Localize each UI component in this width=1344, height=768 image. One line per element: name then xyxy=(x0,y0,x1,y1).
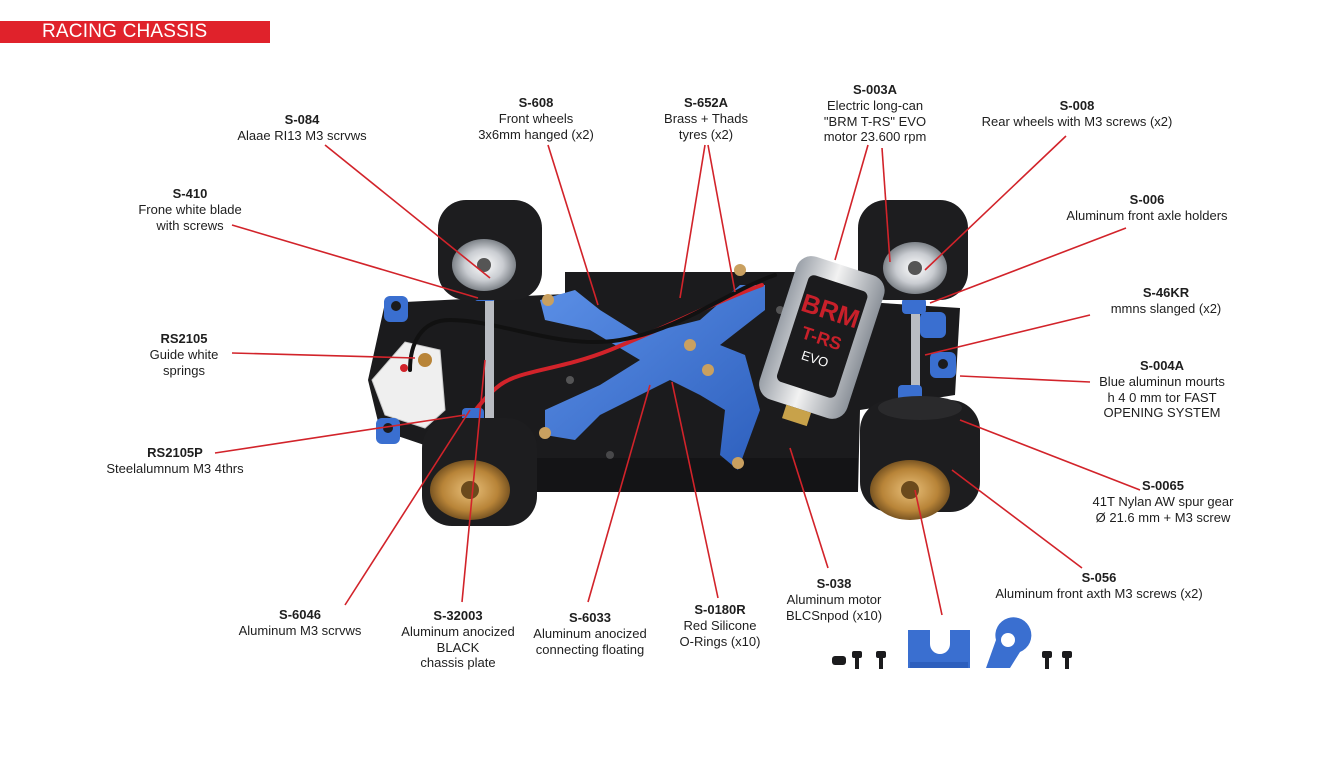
part-description: Steelalumnum M3 4thrs xyxy=(106,461,244,476)
part-description: connecting floating xyxy=(535,641,645,657)
axle-mounts xyxy=(376,296,956,444)
callout-s006: S-006 Aluminum front axle holders xyxy=(1066,192,1227,224)
part-code: RS2105P xyxy=(147,445,203,460)
callout-s0065: S-0065 41T Nylan AW spur gear Ø 21.6 mm … xyxy=(1093,478,1234,525)
m3-screw-icon xyxy=(1042,651,1072,669)
part-description: OPENING SYSTEM xyxy=(1103,405,1221,420)
part-description: 41T Nylan AW spur gear xyxy=(1092,494,1234,509)
part-description: Rear wheels with M3 screws (x2) xyxy=(981,114,1173,129)
part-code: S-32003 xyxy=(433,608,483,623)
part-code: S-003A xyxy=(852,82,898,97)
part-description: Aluminum front axth M3 screws (x2) xyxy=(995,586,1203,601)
part-description: springs xyxy=(163,362,205,378)
rear-wheel-bottom xyxy=(860,396,980,520)
part-description: chassis plate xyxy=(420,655,496,670)
part-code: S-6033 xyxy=(569,610,611,625)
part-code: S-056 xyxy=(1081,570,1117,585)
part-description: h 4 0 mm tor FAST xyxy=(1107,389,1217,405)
part-description: BLACK xyxy=(436,639,480,655)
part-code: S-006 xyxy=(1129,192,1165,207)
part-description: Blue aluminun mourts xyxy=(1099,374,1225,389)
callout-s410: S-410 Frone white blade with screws xyxy=(138,186,241,233)
m3-screw-icon xyxy=(832,651,886,669)
callout-s6033: S-6033 Aluminum anocized connecting floa… xyxy=(533,610,646,657)
part-code: S-0180R xyxy=(694,602,746,617)
part-description: Aluminum anocized xyxy=(533,626,647,641)
part-description: Ø 21.6 mm + M3 screw xyxy=(1095,509,1231,525)
part-description: with screws xyxy=(156,217,224,233)
part-code: S-084 xyxy=(284,112,320,127)
motor-wires xyxy=(408,273,777,427)
part-code: S-608 xyxy=(518,95,554,110)
part-description: Front wheels xyxy=(498,111,574,126)
guide-blade xyxy=(371,341,446,429)
part-description: 3x6mm hanged (x2) xyxy=(478,126,594,142)
blue-connecting-frame xyxy=(539,264,765,470)
part-description: Aluminum M3 scrvws xyxy=(238,623,362,638)
front-wheel-top xyxy=(438,200,542,300)
part-description: "BRM T-RS" EVO xyxy=(823,113,927,129)
rear-wheel-top xyxy=(858,200,968,300)
callout-s008: S-008 Rear wheels with M3 screws (x2) xyxy=(982,98,1173,130)
part-description: Alaae RI13 M3 scrvws xyxy=(237,128,367,143)
part-description: tyres (x2) xyxy=(678,126,734,142)
front-wheel-bottom xyxy=(422,418,537,526)
part-code: S-652A xyxy=(683,95,729,110)
part-code: S-410 xyxy=(172,186,208,201)
page-title: RACING CHASSIS xyxy=(0,21,270,43)
part-description: BLCSnpod (x10) xyxy=(785,607,883,623)
part-description: mmns slanged (x2) xyxy=(1110,301,1222,316)
part-code: S-0065 xyxy=(1142,478,1184,493)
part-description: Aluminum front axle holders xyxy=(1066,208,1228,223)
leader-lines xyxy=(214,135,1141,616)
part-code: S-004A xyxy=(1139,358,1185,373)
callout-s038: S-038 Aluminum motor BLCSnpod (x10) xyxy=(786,576,882,623)
blue-axle-holder-icon xyxy=(986,617,1032,668)
part-description: Electric long-can xyxy=(826,98,924,113)
motor: BRM T-RS EVO xyxy=(759,256,885,427)
blue-motor-mount-icon xyxy=(908,630,970,668)
part-description: Frone white blade xyxy=(138,202,242,217)
callout-s003a: S-003A Electric long-can "BRM T-RS" EVO … xyxy=(824,82,927,145)
part-description: Aluminum anocized xyxy=(401,624,515,639)
callout-rs2105: RS2105 Guide white springs xyxy=(150,331,219,378)
callout-s084: S-084 Alaae RI13 M3 scrvws xyxy=(237,112,366,144)
callout-s056: S-056 Aluminum front axth M3 screws (x2) xyxy=(995,570,1202,602)
loose-parts xyxy=(832,617,1072,669)
part-code: S-038 xyxy=(816,576,852,591)
part-code: RS2105 xyxy=(160,331,208,346)
part-description: O-Rings (x10) xyxy=(679,633,761,649)
callout-s0180r: S-0180R Red Silicone O-Rings (x10) xyxy=(680,602,761,649)
callout-s004a: S-004A Blue aluminun mourts h 4 0 mm tor… xyxy=(1099,358,1225,421)
part-description: motor 23.600 rpm xyxy=(823,129,927,144)
callout-s32003: S-32003 Aluminum anocized BLACK chassis … xyxy=(401,608,514,671)
callout-rs2105p: RS2105P Steelalumnum M3 4thrs xyxy=(106,445,243,477)
part-description: Aluminum motor xyxy=(786,592,882,607)
part-code: S-6046 xyxy=(279,607,321,622)
callout-s652a: S-652A Brass + Thads tyres (x2) xyxy=(664,95,748,142)
part-description: Brass + Thads xyxy=(664,111,748,126)
part-description: Guide white xyxy=(149,347,219,362)
part-code: S-46KR xyxy=(1142,285,1190,300)
part-code: S-008 xyxy=(1059,98,1095,113)
callout-s6046: S-6046 Aluminum M3 scrvws xyxy=(239,607,362,639)
callout-s46kr: S-46KR mmns slanged (x2) xyxy=(1111,285,1222,317)
part-description: Red Silicone xyxy=(683,618,757,633)
callout-s608: S-608 Front wheels 3x6mm hanged (x2) xyxy=(478,95,594,142)
